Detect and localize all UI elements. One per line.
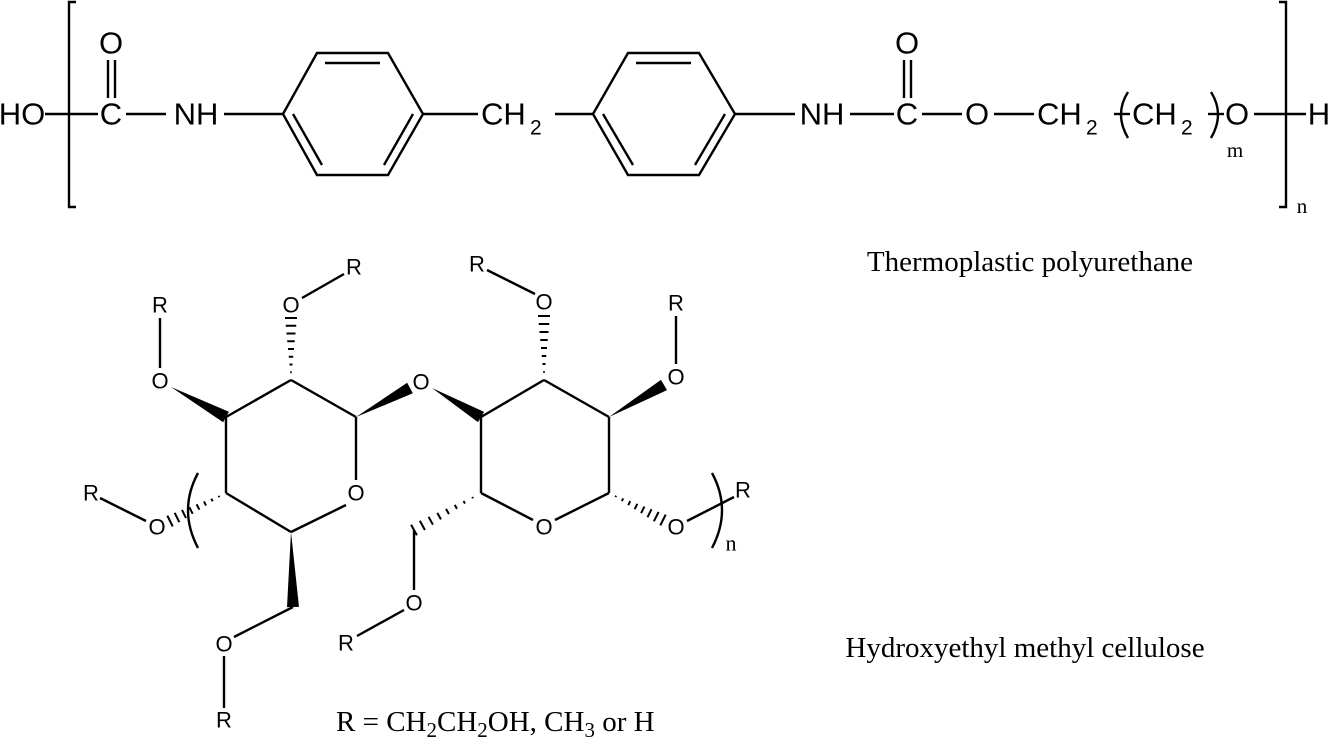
oxygen-label: O [667,365,684,390]
methylene-label: CH [481,97,526,132]
carbonyl-oxygen-label: O [99,26,123,61]
right-parenthesis [710,472,724,549]
benzene-ring-1 [281,51,425,177]
substituent-bonds [99,268,735,708]
r-group-legend: R = CH2CH2OH, CH3 or H [336,706,655,742]
left-parenthesis [186,472,200,549]
oxygen-label: O [405,591,422,616]
ester-oxygen-label: O [965,97,989,132]
hashed-bond [538,315,550,373]
hydrogen-label: H [1308,97,1330,132]
methylene-label: CH [1132,97,1177,132]
oxygen-label: O [148,515,165,540]
benzene-ring-2 [591,51,737,177]
carbonyl-oxygen-label: O [895,26,919,61]
legend-subscript: 2 [477,718,488,742]
hemc-structure: R O O R O O O R O R R O R O O O R n O R … [83,252,1205,743]
glycosidic-oxygen-label: O [412,370,429,395]
ring-oxygen-label: O [535,515,552,540]
r-group-label: R [83,481,99,506]
legend-part: R = CH [336,706,427,738]
stereo-bonds [166,315,668,608]
ether-oxygen-label: O [1225,97,1249,132]
r-group-label: R [152,293,168,318]
legend-part: CH [437,706,477,738]
glucose-ring-right [479,378,611,522]
hemc-caption: Hydroxyethyl methyl cellulose [845,632,1204,664]
amine-label: NH [174,97,219,132]
carbonyl-carbon-label: C [896,97,918,132]
r-group-label: R [469,252,485,277]
carbonyl-carbon-label: C [100,97,122,132]
r-group-label: R [338,631,354,656]
repeat-subscript-n: n [726,531,737,556]
wedge-bond [287,532,299,608]
subscript: 2 [1086,117,1098,140]
wedge-bond [356,382,413,417]
hashed-bond [410,496,474,536]
legend-part: or H [595,706,655,738]
hashed-bond [166,495,221,527]
hydroxyl-label: HO [0,97,45,132]
wedge-bond [171,387,229,423]
subscript: 2 [1181,117,1193,140]
oxygen-label: O [667,515,684,540]
legend-subscript: 2 [426,718,437,742]
oxygen-label: O [151,369,168,394]
left-repeat-bracket [67,0,76,209]
r-group-label: R [346,255,362,280]
amine-label: NH [800,97,845,132]
legend-part: OH, CH [488,706,585,738]
wedge-bond [609,379,668,417]
ring-oxygen-label: O [347,481,364,506]
right-repeat-bracket [1279,0,1288,209]
hashed-bond [614,495,667,526]
repeat-subscript-m: m [1227,138,1243,162]
oxygen-label: O [535,290,552,315]
tpu-structure: HO C O NH CH 2 NH C O O [0,0,1330,278]
subscript: 2 [530,117,542,140]
tpu-caption: Thermoplastic polyurethane [867,246,1193,278]
r-group-label: R [735,478,751,503]
r-group-label: R [216,708,232,733]
glucose-ring-left [224,378,358,534]
wedge-bond [432,388,485,423]
oxygen-label: O [282,293,299,318]
r-group-label: R [668,291,684,316]
legend-subscript: 3 [584,718,595,742]
repeat-subscript-n: n [1297,194,1308,218]
methylene-label: CH [1037,97,1082,132]
oxygen-label: O [215,632,232,657]
hashed-bond [285,317,297,374]
